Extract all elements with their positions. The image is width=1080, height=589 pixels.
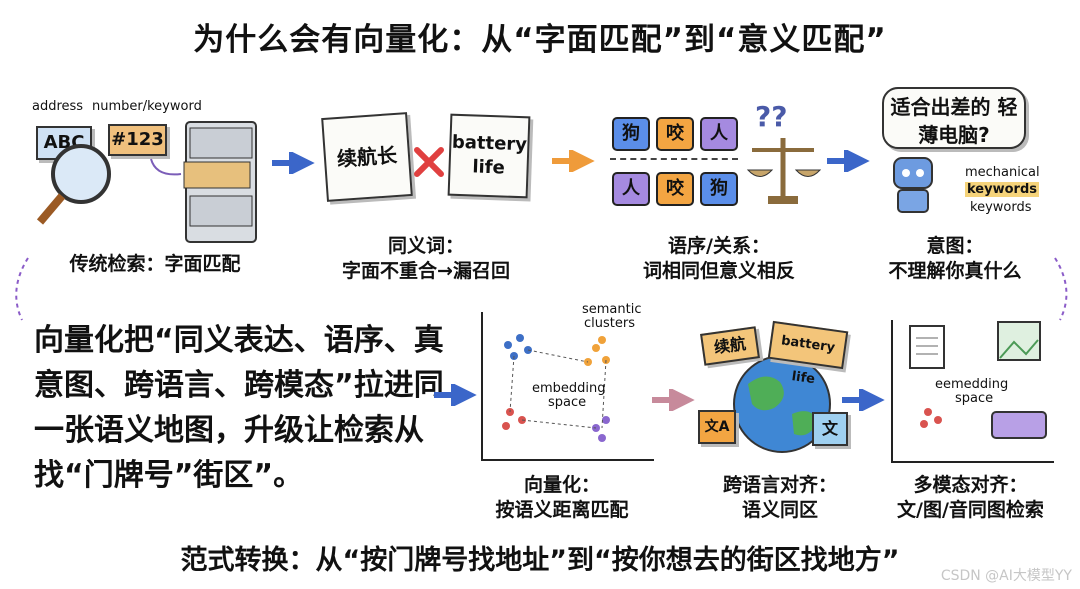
panel-4-caption-2: 不理解你真什么	[888, 260, 1022, 282]
label-mechanical: mechanical	[965, 165, 1040, 180]
arrow-icon	[434, 384, 477, 406]
lower-caption-2-sub: 语义同区	[741, 499, 818, 521]
label-keywords: keywords	[970, 200, 1032, 215]
address-label: address	[32, 99, 84, 114]
label-semantic: semantic	[582, 302, 642, 317]
tile-bite-2: 咬	[656, 172, 694, 206]
tile-person-1: 人	[700, 117, 738, 151]
tile-bite-1: 咬	[656, 117, 694, 151]
panel-2-caption-1: 同义词：	[387, 235, 464, 257]
tag-translate-a: 文A	[698, 410, 736, 444]
lower-caption-3-title: 多模态对齐：	[913, 474, 1028, 496]
cabinet-magnifier-icon	[36, 121, 257, 243]
chinese-paper-card: 续航长	[321, 112, 413, 202]
multimodal-chart-icon	[891, 320, 1054, 463]
question-marks: ??	[755, 100, 788, 133]
panel-3-caption-1: 语序/关系：	[668, 235, 770, 257]
label-space: space	[548, 395, 587, 410]
lower-left-text: 向量化把“同义表达、语序、真意图、跨语言、跨模态”拉进同一张语义地图，升级让检索…	[34, 323, 444, 493]
label-keywords-highlight: keywords	[965, 182, 1039, 197]
keyword-label: number/keyword	[92, 99, 202, 114]
arrow-icon	[842, 389, 885, 411]
watermark: CSDN @AI大模型YY	[940, 568, 1072, 584]
bottom-title: 范式转换：从“按门牌号找地址”到“按你想去的街区找地方”	[180, 545, 900, 576]
tile-dog-1: 狗	[612, 117, 650, 151]
tile-person-2: 人	[612, 172, 650, 206]
arrow-icon	[272, 152, 315, 174]
number-card: #123	[108, 124, 167, 156]
label-space-2: space	[955, 391, 994, 406]
robot-icon	[893, 157, 933, 213]
arrow-icon	[552, 150, 595, 172]
panel-2-caption-2: 字面不重合→漏召回	[342, 260, 510, 282]
label-clusters: clusters	[584, 316, 635, 331]
tag-translate-b: 文	[812, 412, 848, 446]
lower-caption-2-title: 跨语言对齐：	[722, 474, 837, 496]
lower-caption-1-title: 向量化：	[523, 474, 600, 496]
speech-bubble: 适合出差的 轻薄电脑?	[882, 87, 1026, 149]
english-paper-card: battery life	[447, 113, 531, 199]
connector-arrows	[15, 257, 1068, 321]
panel-1-caption: 传统检索：字面匹配	[69, 253, 241, 275]
lower-caption-1-sub: 按语义距离匹配	[495, 499, 629, 521]
cross-icon	[414, 147, 444, 177]
panel-3-caption-2: 词相同但意义相反	[642, 260, 795, 282]
label-embedding: embedding	[532, 381, 606, 396]
scale-icon	[746, 138, 822, 204]
label-eemedding: eemedding	[935, 377, 1009, 392]
panel-4-caption-1: 意图：	[926, 235, 984, 257]
lower-caption-3-sub: 文/图/音同图检索	[897, 499, 1044, 521]
tile-dog-2: 狗	[700, 172, 738, 206]
page-title: 为什么会有向量化：从“字面匹配”到“意义匹配”	[193, 22, 887, 58]
arrow-icon	[652, 389, 695, 411]
embedding-chart-icon	[481, 312, 654, 461]
arrow-icon	[827, 150, 870, 172]
